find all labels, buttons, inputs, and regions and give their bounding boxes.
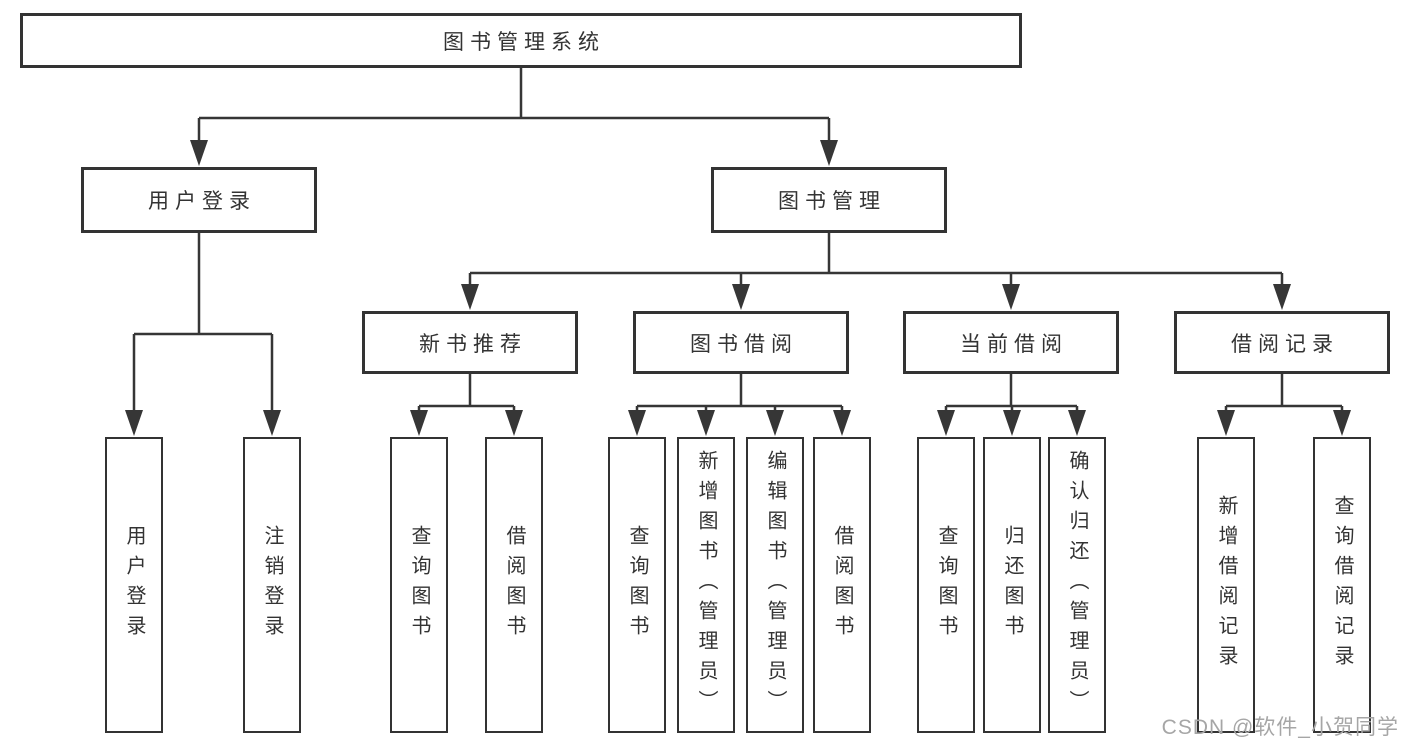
- node-user-login: 用户登录: [81, 167, 317, 233]
- leaf-confirm-return-admin: 确认归还（管理员）: [1048, 437, 1106, 733]
- leaf-borrow-query-books-label: 查询图书: [626, 525, 648, 645]
- leaf-borrow-books: 借阅图书: [813, 437, 871, 733]
- leaf-current-query-books-label: 查询图书: [935, 525, 957, 645]
- leaf-user-login-label: 用户登录: [123, 525, 145, 645]
- node-current-borrow: 当前借阅: [903, 311, 1119, 374]
- csdn-watermark: CSDN @软件_小贺同学: [1161, 716, 1399, 739]
- node-new-book-recommend: 新书推荐: [362, 311, 578, 374]
- leaf-add-borrow-record: 新增借阅记录: [1197, 437, 1255, 733]
- leaf-logout-label: 注销登录: [261, 525, 283, 645]
- leaf-query-borrow-record: 查询借阅记录: [1313, 437, 1371, 733]
- leaf-recommend-borrow-books-label: 借阅图书: [503, 525, 525, 645]
- leaf-add-borrow-record-label: 新增借阅记录: [1215, 495, 1237, 675]
- node-book-management: 图书管理: [711, 167, 947, 233]
- leaf-return-books: 归还图书: [983, 437, 1041, 733]
- leaf-recommend-borrow-books: 借阅图书: [485, 437, 543, 733]
- leaf-edit-books-admin: 编辑图书（管理员）: [746, 437, 804, 733]
- node-book-borrow: 图书借阅: [633, 311, 849, 374]
- node-library-system: 图书管理系统: [20, 13, 1022, 68]
- leaf-query-borrow-record-label: 查询借阅记录: [1331, 495, 1353, 675]
- leaf-edit-books-admin-label: 编辑图书（管理员）: [764, 450, 786, 720]
- leaf-borrow-books-label: 借阅图书: [831, 525, 853, 645]
- node-borrow-records: 借阅记录: [1174, 311, 1390, 374]
- leaf-recommend-query-books-label: 查询图书: [408, 525, 430, 645]
- leaf-recommend-query-books: 查询图书: [390, 437, 448, 733]
- leaf-add-books-admin: 新增图书（管理员）: [677, 437, 735, 733]
- leaf-confirm-return-admin-label: 确认归还（管理员）: [1066, 450, 1088, 720]
- leaf-logout: 注销登录: [243, 437, 301, 733]
- leaf-add-books-admin-label: 新增图书（管理员）: [695, 450, 717, 720]
- leaf-current-query-books: 查询图书: [917, 437, 975, 733]
- leaf-user-login: 用户登录: [105, 437, 163, 733]
- leaf-borrow-query-books: 查询图书: [608, 437, 666, 733]
- leaf-return-books-label: 归还图书: [1001, 525, 1023, 645]
